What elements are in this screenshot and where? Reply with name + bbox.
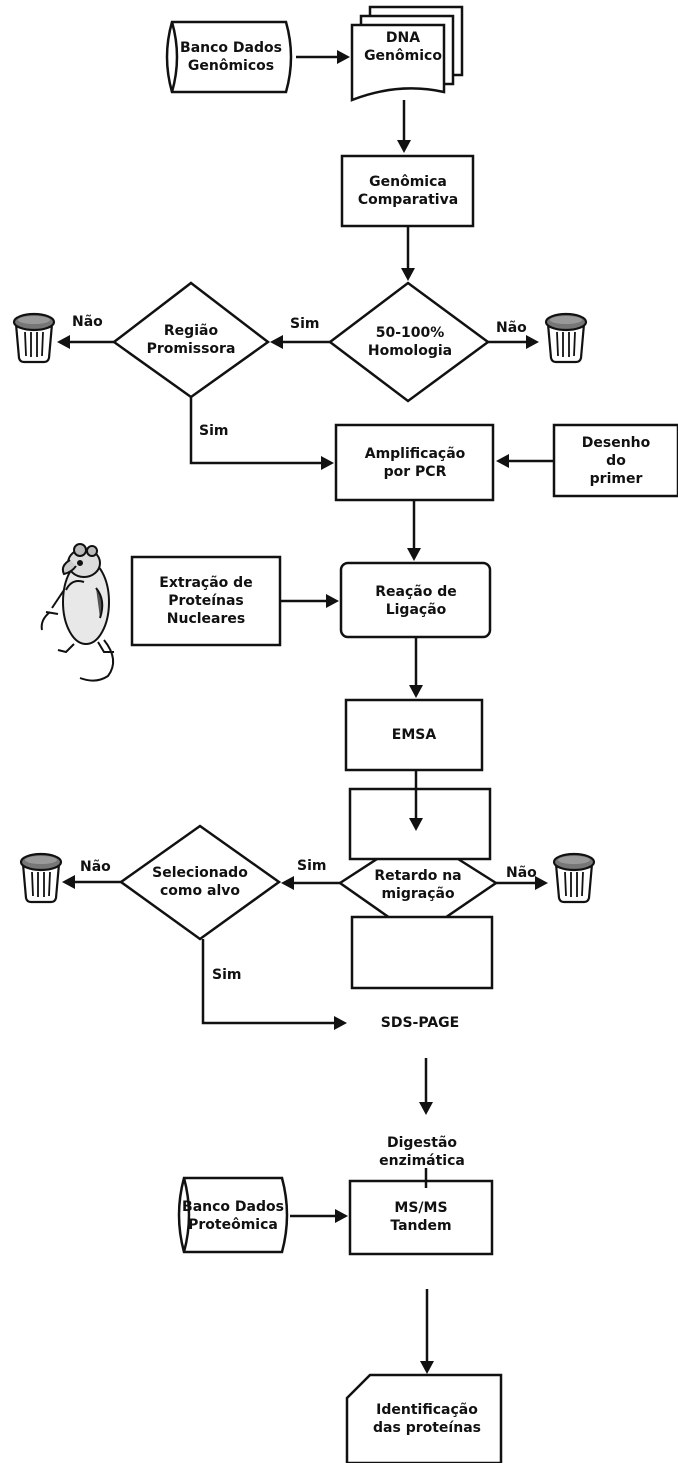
trash-bin-icon [544, 312, 588, 364]
emsa-box [344, 698, 484, 772]
identificacao-card [345, 1373, 503, 1463]
banco-genomicos-database [165, 20, 293, 94]
sds-page-box [348, 787, 492, 861]
msms-tandem-box [348, 1179, 494, 1256]
rat-illustration [40, 543, 115, 682]
connectors [57, 50, 554, 1374]
selecionado-decision [118, 824, 282, 941]
regiao-promissora-decision [111, 281, 271, 399]
reacao-ligacao-box [339, 561, 492, 639]
amplificacao-pcr-box [334, 423, 495, 502]
genomica-comparativa-box [340, 154, 475, 228]
homologia-decision [327, 281, 491, 403]
trash-bin-icon [12, 312, 56, 364]
extracao-proteinas-box [130, 555, 282, 647]
dna-genomico-document [350, 5, 464, 102]
desenho-primer-box [552, 423, 678, 498]
digestao-box [350, 915, 494, 990]
banco-proteomica-database [177, 1176, 289, 1254]
trash-bin-icon [552, 852, 596, 904]
trash-bin-icon [19, 852, 63, 904]
